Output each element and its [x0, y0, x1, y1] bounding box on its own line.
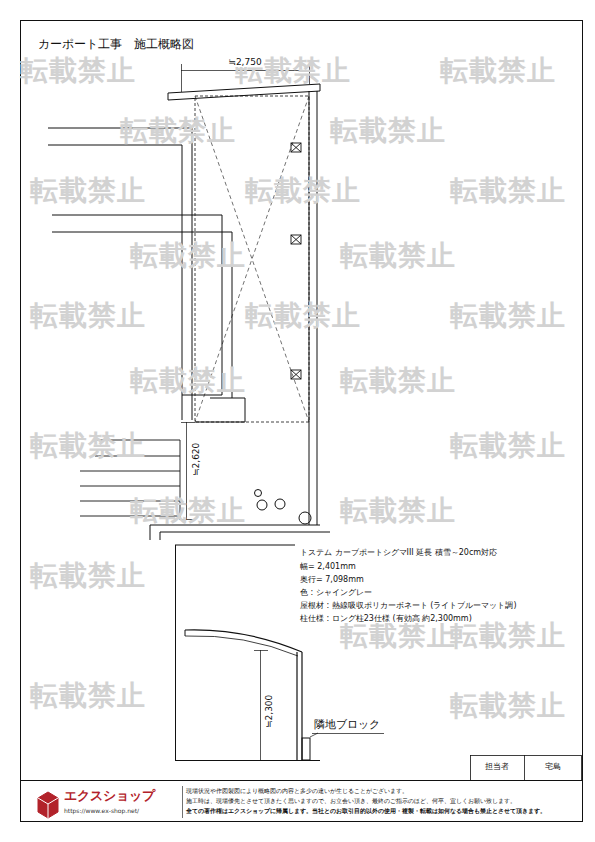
table-cell: 宅島 — [545, 762, 561, 771]
watermark: 転載禁止 — [30, 680, 146, 712]
footer-note: 施工時は、現場優先とさせて頂きたく思いますので、お立会い頂き、最終のご指示のほど… — [186, 798, 516, 805]
watermark: 転載禁止 — [30, 175, 146, 207]
logo-text: エクスショップ — [64, 789, 155, 804]
footer-note: 全ての著作権はエクスショップに帰属します。当社とのお取引目的以外の使用・複製・転… — [186, 808, 546, 815]
footer-note: 現場状況や作図製図により概略図の内容と多少の違いが生じることがございます。 — [186, 788, 408, 795]
watermark: 転載禁止 — [330, 115, 446, 147]
logo-url: https://www.ex-shop.net/ — [64, 808, 139, 815]
watermark: 転載禁止 — [130, 365, 246, 397]
watermark: 転載禁止 — [340, 620, 456, 652]
watermark: 転載禁止 — [450, 620, 566, 652]
watermark: 転載禁止 — [245, 300, 361, 332]
watermark: 転載禁止 — [450, 175, 566, 207]
spec-text: 幅= 2,401mm — [300, 562, 356, 571]
dimension: ≒2,750 — [228, 57, 261, 67]
watermark: 転載禁止 — [450, 300, 566, 332]
table-cell: 担当者 — [485, 762, 509, 771]
watermark: 転載禁止 — [340, 240, 456, 272]
spec-text: 奥行= 7,098mm — [300, 575, 364, 584]
watermark: 転載禁止 — [130, 240, 246, 272]
watermark: 転載禁止 — [450, 430, 566, 462]
watermark: 転載禁止 — [340, 495, 456, 527]
spec-text: 色 : シャイングレー — [300, 588, 372, 597]
spec-text: 屋根材 : 熱線吸収ポリカーボネート (ライトブルーマット調) — [300, 601, 517, 610]
drawing-title: カーポート工事 施工概略図 — [38, 38, 194, 52]
dimension: ≒2,300 — [264, 695, 274, 728]
watermark: 転載禁止 — [245, 175, 361, 207]
watermark: 転載禁止 — [130, 495, 246, 527]
dimension: ≒2,620 — [191, 443, 201, 476]
watermark: 転載禁止 — [30, 300, 146, 332]
watermark: 転載禁止 — [30, 430, 146, 462]
callout-label: 隣地ブロック — [314, 719, 380, 732]
watermark: 転載禁止 — [30, 560, 146, 592]
watermark: 転載禁止 — [120, 115, 236, 147]
spec-text: トステム カーブポートシグマIII 延長 積雪～20cm対応 — [300, 548, 497, 557]
watermark: 転載禁止 — [340, 365, 456, 397]
watermark: 転載禁止 — [440, 55, 556, 87]
spec-text: 柱仕様 : ロング柱23仕様 (有効高 約2,300mm) — [300, 614, 472, 623]
watermark: 転載禁止 — [450, 690, 566, 722]
watermark: 転載禁止 — [20, 55, 136, 87]
